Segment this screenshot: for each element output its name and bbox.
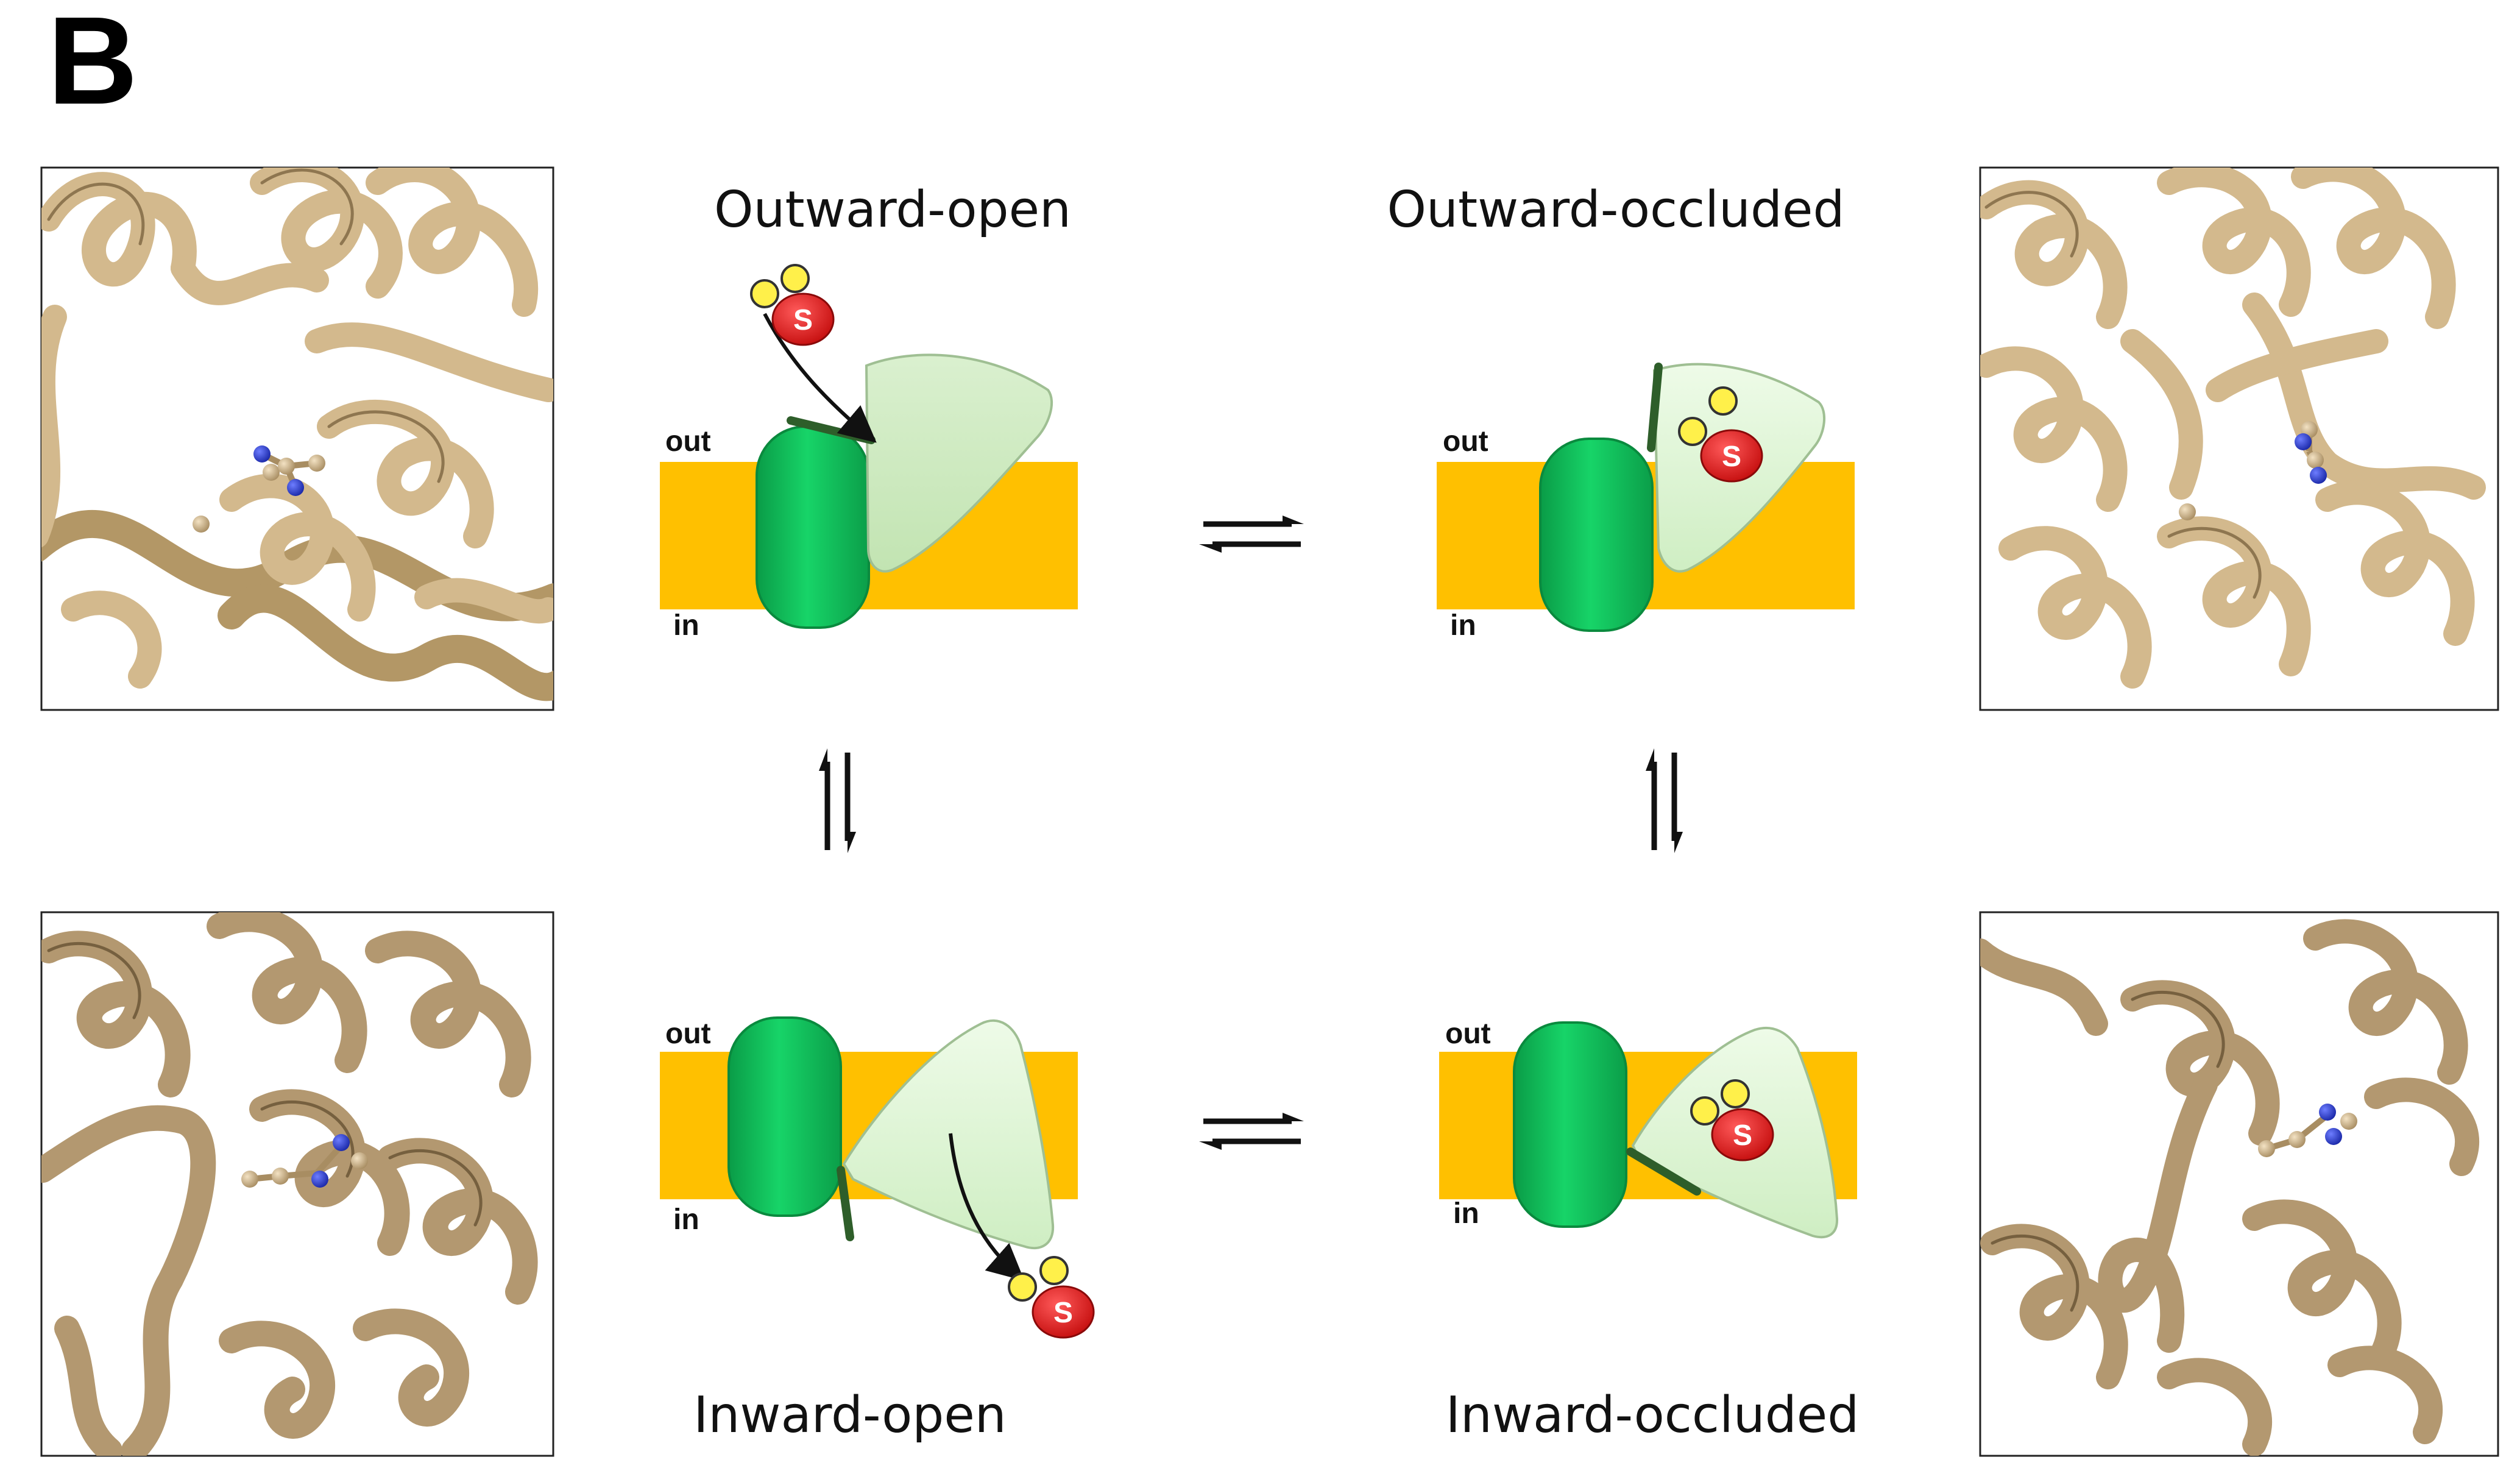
- ion: [1708, 386, 1738, 416]
- ligand-sticks-bl: [241, 1134, 368, 1188]
- label-out: out: [1443, 425, 1488, 458]
- ion: [1721, 1079, 1750, 1108]
- schematic-outward-open: out in S: [660, 264, 1078, 642]
- substrate-path-arrow: [949, 1133, 1025, 1281]
- label-out: out: [1445, 1018, 1491, 1050]
- label-out: out: [665, 425, 711, 458]
- substrate-label: S: [1053, 1297, 1073, 1329]
- substrate-label: S: [793, 304, 813, 336]
- ligand-sticks-tr: [2179, 421, 2327, 520]
- label-in: in: [1453, 1197, 1479, 1230]
- title-outward-occluded: Outward-occluded: [1387, 181, 1844, 239]
- schematic-inward-open: out in S: [660, 1016, 1095, 1339]
- panel-letter: B: [48, 0, 138, 130]
- scaffold-domain: [727, 1016, 842, 1217]
- equilibrium-arrow-right: [1646, 748, 1683, 853]
- label-in: in: [1450, 609, 1476, 642]
- gate: [1647, 363, 1663, 452]
- substrate-label: S: [1733, 1119, 1752, 1152]
- schematic-outward-occluded: out in S: [1437, 363, 1855, 642]
- scaffold-domain: [1513, 1021, 1627, 1228]
- ion: [1690, 1096, 1719, 1126]
- substrate: [1711, 1108, 1774, 1161]
- substrate-label: S: [1722, 441, 1741, 473]
- ion: [1039, 1256, 1069, 1285]
- equilibrium-arrow-left: [819, 748, 856, 853]
- structure-image-inward-open: [40, 911, 554, 1457]
- label-out: out: [665, 1018, 711, 1050]
- substrate: [771, 292, 835, 346]
- scaffold-domain: [1539, 438, 1654, 632]
- title-inward-open: Inward-open: [693, 1386, 1007, 1444]
- substrate: [1700, 429, 1763, 483]
- gate: [1626, 1147, 1701, 1196]
- ion: [780, 264, 810, 293]
- scaffold-domain: [756, 425, 870, 629]
- structure-image-outward-open: [40, 166, 554, 711]
- ion: [750, 279, 779, 308]
- ion: [1008, 1272, 1037, 1302]
- label-in: in: [673, 1204, 699, 1236]
- ligand-sticks-tl: [193, 445, 325, 533]
- transport-domain: [842, 1019, 1055, 1250]
- title-inward-occluded: Inward-occluded: [1446, 1386, 1860, 1444]
- structure-image-outward-occluded: [1979, 166, 2499, 711]
- substrate-path-arrow: [763, 313, 877, 443]
- gate: [837, 1166, 854, 1241]
- ion: [1678, 417, 1707, 446]
- label-in: in: [673, 609, 699, 642]
- title-outward-open: Outward-open: [714, 181, 1071, 239]
- schematic-inward-occluded: out in S: [1439, 1018, 1857, 1239]
- substrate: [1032, 1285, 1095, 1339]
- transport-domain: [865, 353, 1053, 573]
- structure-image-inward-occluded: [1979, 911, 2499, 1457]
- equilibrium-arrow-bottom: [1199, 1113, 1304, 1150]
- ligand-sticks-br: [2258, 1104, 2357, 1157]
- equilibrium-arrow-top: [1199, 516, 1304, 553]
